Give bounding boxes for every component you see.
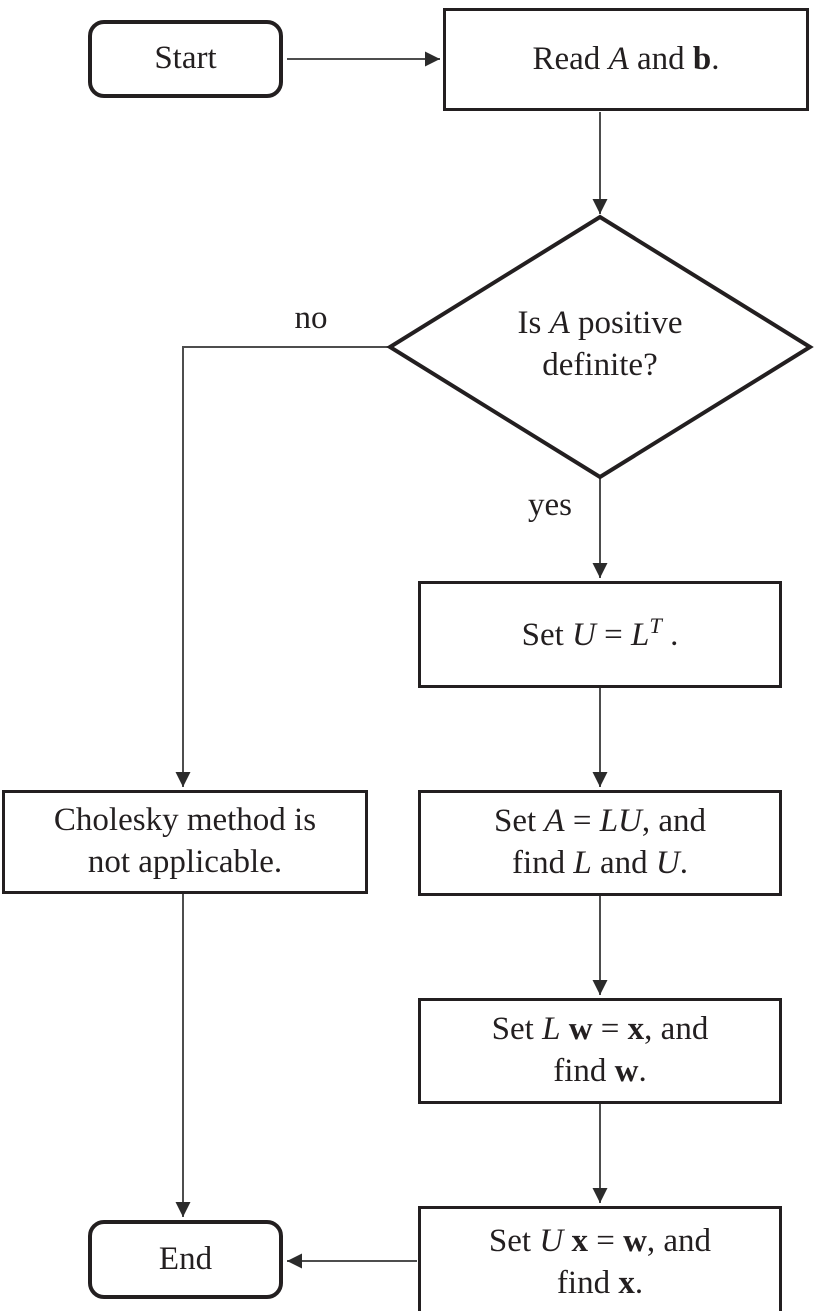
edge-label-no: no [294,300,328,336]
node-read-input-label: Read A and b. [532,40,720,77]
node-end: End [88,1220,283,1299]
node-start: Start [88,20,283,98]
edge-decision-no-to-cholesky [175,346,390,787]
node-set-u-equals-l-transpose: Set U = LT . [418,581,782,688]
decision-diamond-shape [386,214,814,480]
node-set-u-label: Set U = LT . [521,613,679,654]
node-end-label: End [158,1240,213,1277]
node-read-input: Read A and b. [443,8,809,111]
edge-label-yes: yes [528,487,572,523]
node-start-label: Start [154,40,217,77]
